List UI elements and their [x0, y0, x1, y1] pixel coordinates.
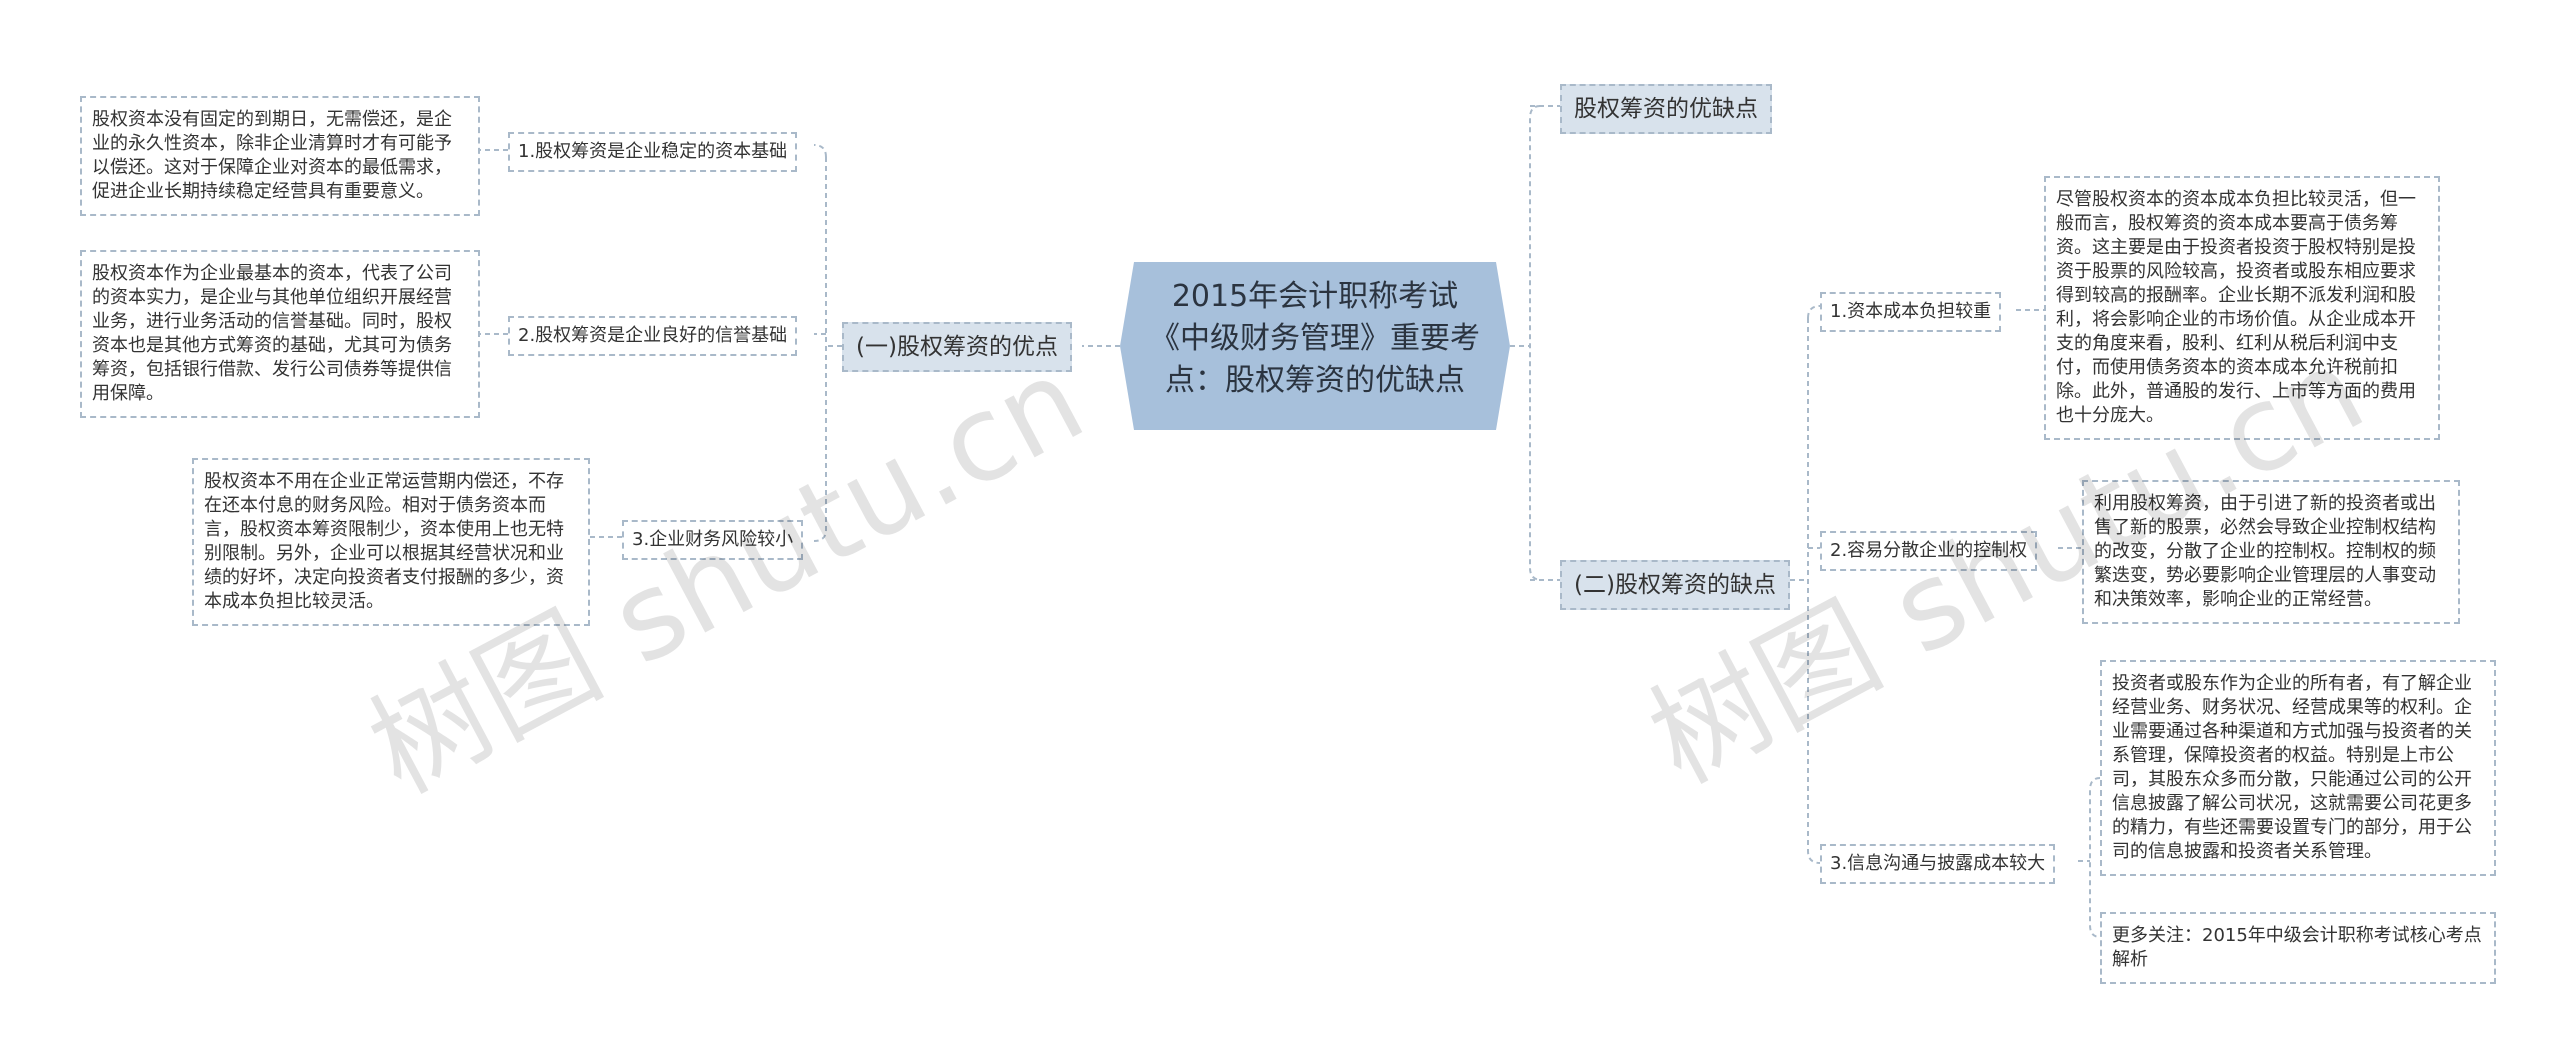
- disadvantage-item-3[interactable]: 3.信息沟通与披露成本较大: [1820, 844, 2056, 884]
- branch-disadvantages[interactable]: (二)股权筹资的缺点: [1560, 560, 1790, 610]
- advantage-item-1[interactable]: 1.股权筹资是企业稳定的资本基础: [508, 132, 798, 172]
- connector-right-spine: [1529, 105, 1543, 581]
- disadvantage-detail-3: 投资者或股东作为企业的所有者，有了解企业经营业务、财务状况、经营成果等的权利。企…: [2100, 660, 2496, 876]
- advantage-item-2[interactable]: 2.股权筹资是企业良好的信誉基础: [508, 316, 798, 356]
- connector-left-sub-spine: [813, 144, 827, 542]
- disadvantage-item-2[interactable]: 2.容易分散企业的控制权: [1820, 531, 2038, 571]
- topic-node[interactable]: 股权筹资的优缺点: [1560, 84, 1772, 134]
- disadvantage-detail-more[interactable]: 更多关注：2015年中级会计职称考试核心考点解析: [2100, 912, 2496, 984]
- root-shape: [1120, 262, 1510, 430]
- root-title: 2015年会计职称考试《中级财务管理》重要考点：股权筹资的优缺点: [1150, 279, 1480, 398]
- advantage-detail-3: 股权资本不用在企业正常运营期内偿还，不存在还本付息的财务风险。相对于债务资本而言…: [192, 458, 590, 626]
- connector-right-detail3-spine: [2089, 777, 2101, 938]
- disadvantage-detail-2: 利用股权筹资，由于引进了新的投资者或出售了新的股票，必然会导致企业控制权结构的改…: [2082, 480, 2460, 624]
- advantage-detail-1: 股权资本没有固定的到期日，无需偿还，是企业的永久性资本，除非企业清算时才有可能予…: [80, 96, 480, 216]
- branch-advantages[interactable]: (一)股权筹资的优点: [842, 322, 1072, 372]
- disadvantage-detail-1: 尽管股权资本的资本成本负担比较灵活，但一般而言，股权筹资的资本成本要高于债务筹资…: [2044, 176, 2440, 440]
- advantage-detail-2: 股权资本作为企业最基本的资本，代表了公司的资本实力，是企业与其他单位组织开展经营…: [80, 250, 480, 418]
- root-node[interactable]: 2015年会计职称考试《中级财务管理》重要考点：股权筹资的优缺点: [1120, 262, 1510, 430]
- advantage-item-3[interactable]: 3.企业财务风险较小: [622, 520, 804, 560]
- connector-right-sub-spine: [1807, 305, 1821, 864]
- disadvantage-item-1[interactable]: 1.资本成本负担较重: [1820, 292, 2002, 332]
